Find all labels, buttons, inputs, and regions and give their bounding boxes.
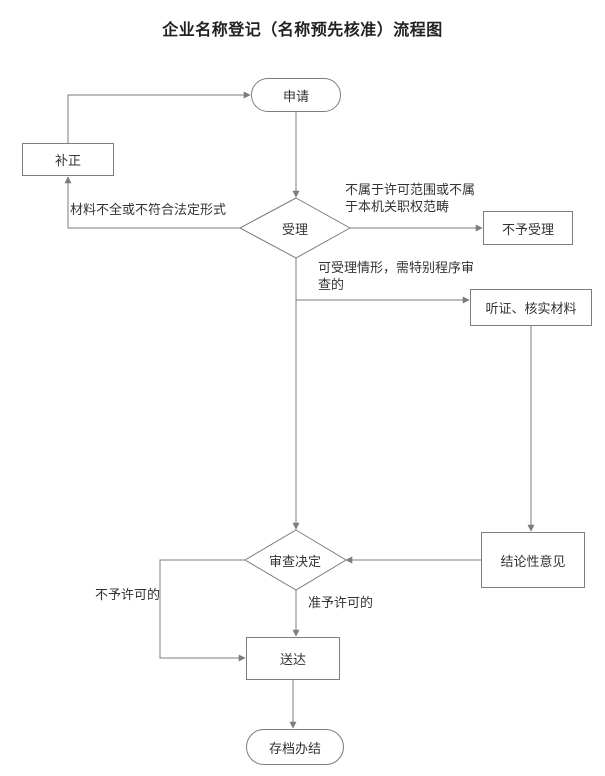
diamond-acceptance-shape [238,197,352,259]
edge-acceptance-to-correction [64,176,240,229]
node-correction: 补正 [22,143,114,176]
label-not-in-scope: 不属于许可范围或不属 于本机关职权范畴 [345,182,476,215]
label-special-procedure: 可受理情形，需特别程序审 查的 [318,260,475,293]
node-hearing: 听证、核实材料 [470,289,592,326]
node-reject-acceptance: 不予受理 [483,211,573,245]
label-permitted: 准予许可的 [308,595,374,610]
label-materials-incomplete: 材料不全或不符合法定形式 [70,202,227,217]
label-not-permitted: 不予许可的 [95,587,161,602]
page-title: 企业名称登记（名称预先核准）流程图 [162,22,443,39]
node-conclusive-opinion: 结论性意见 [481,532,585,588]
node-acceptance-label: 受理 [281,221,308,237]
node-apply: 申请 [251,78,341,112]
edge-correction-to-apply [67,91,251,143]
diamond-review-decision-shape [244,529,347,591]
edge-review-to-delivery-denied [159,559,246,662]
node-archive: 存档办结 [246,729,344,765]
node-delivery: 送达 [246,637,340,680]
node-review-decision-label: 审查决定 [268,553,321,569]
